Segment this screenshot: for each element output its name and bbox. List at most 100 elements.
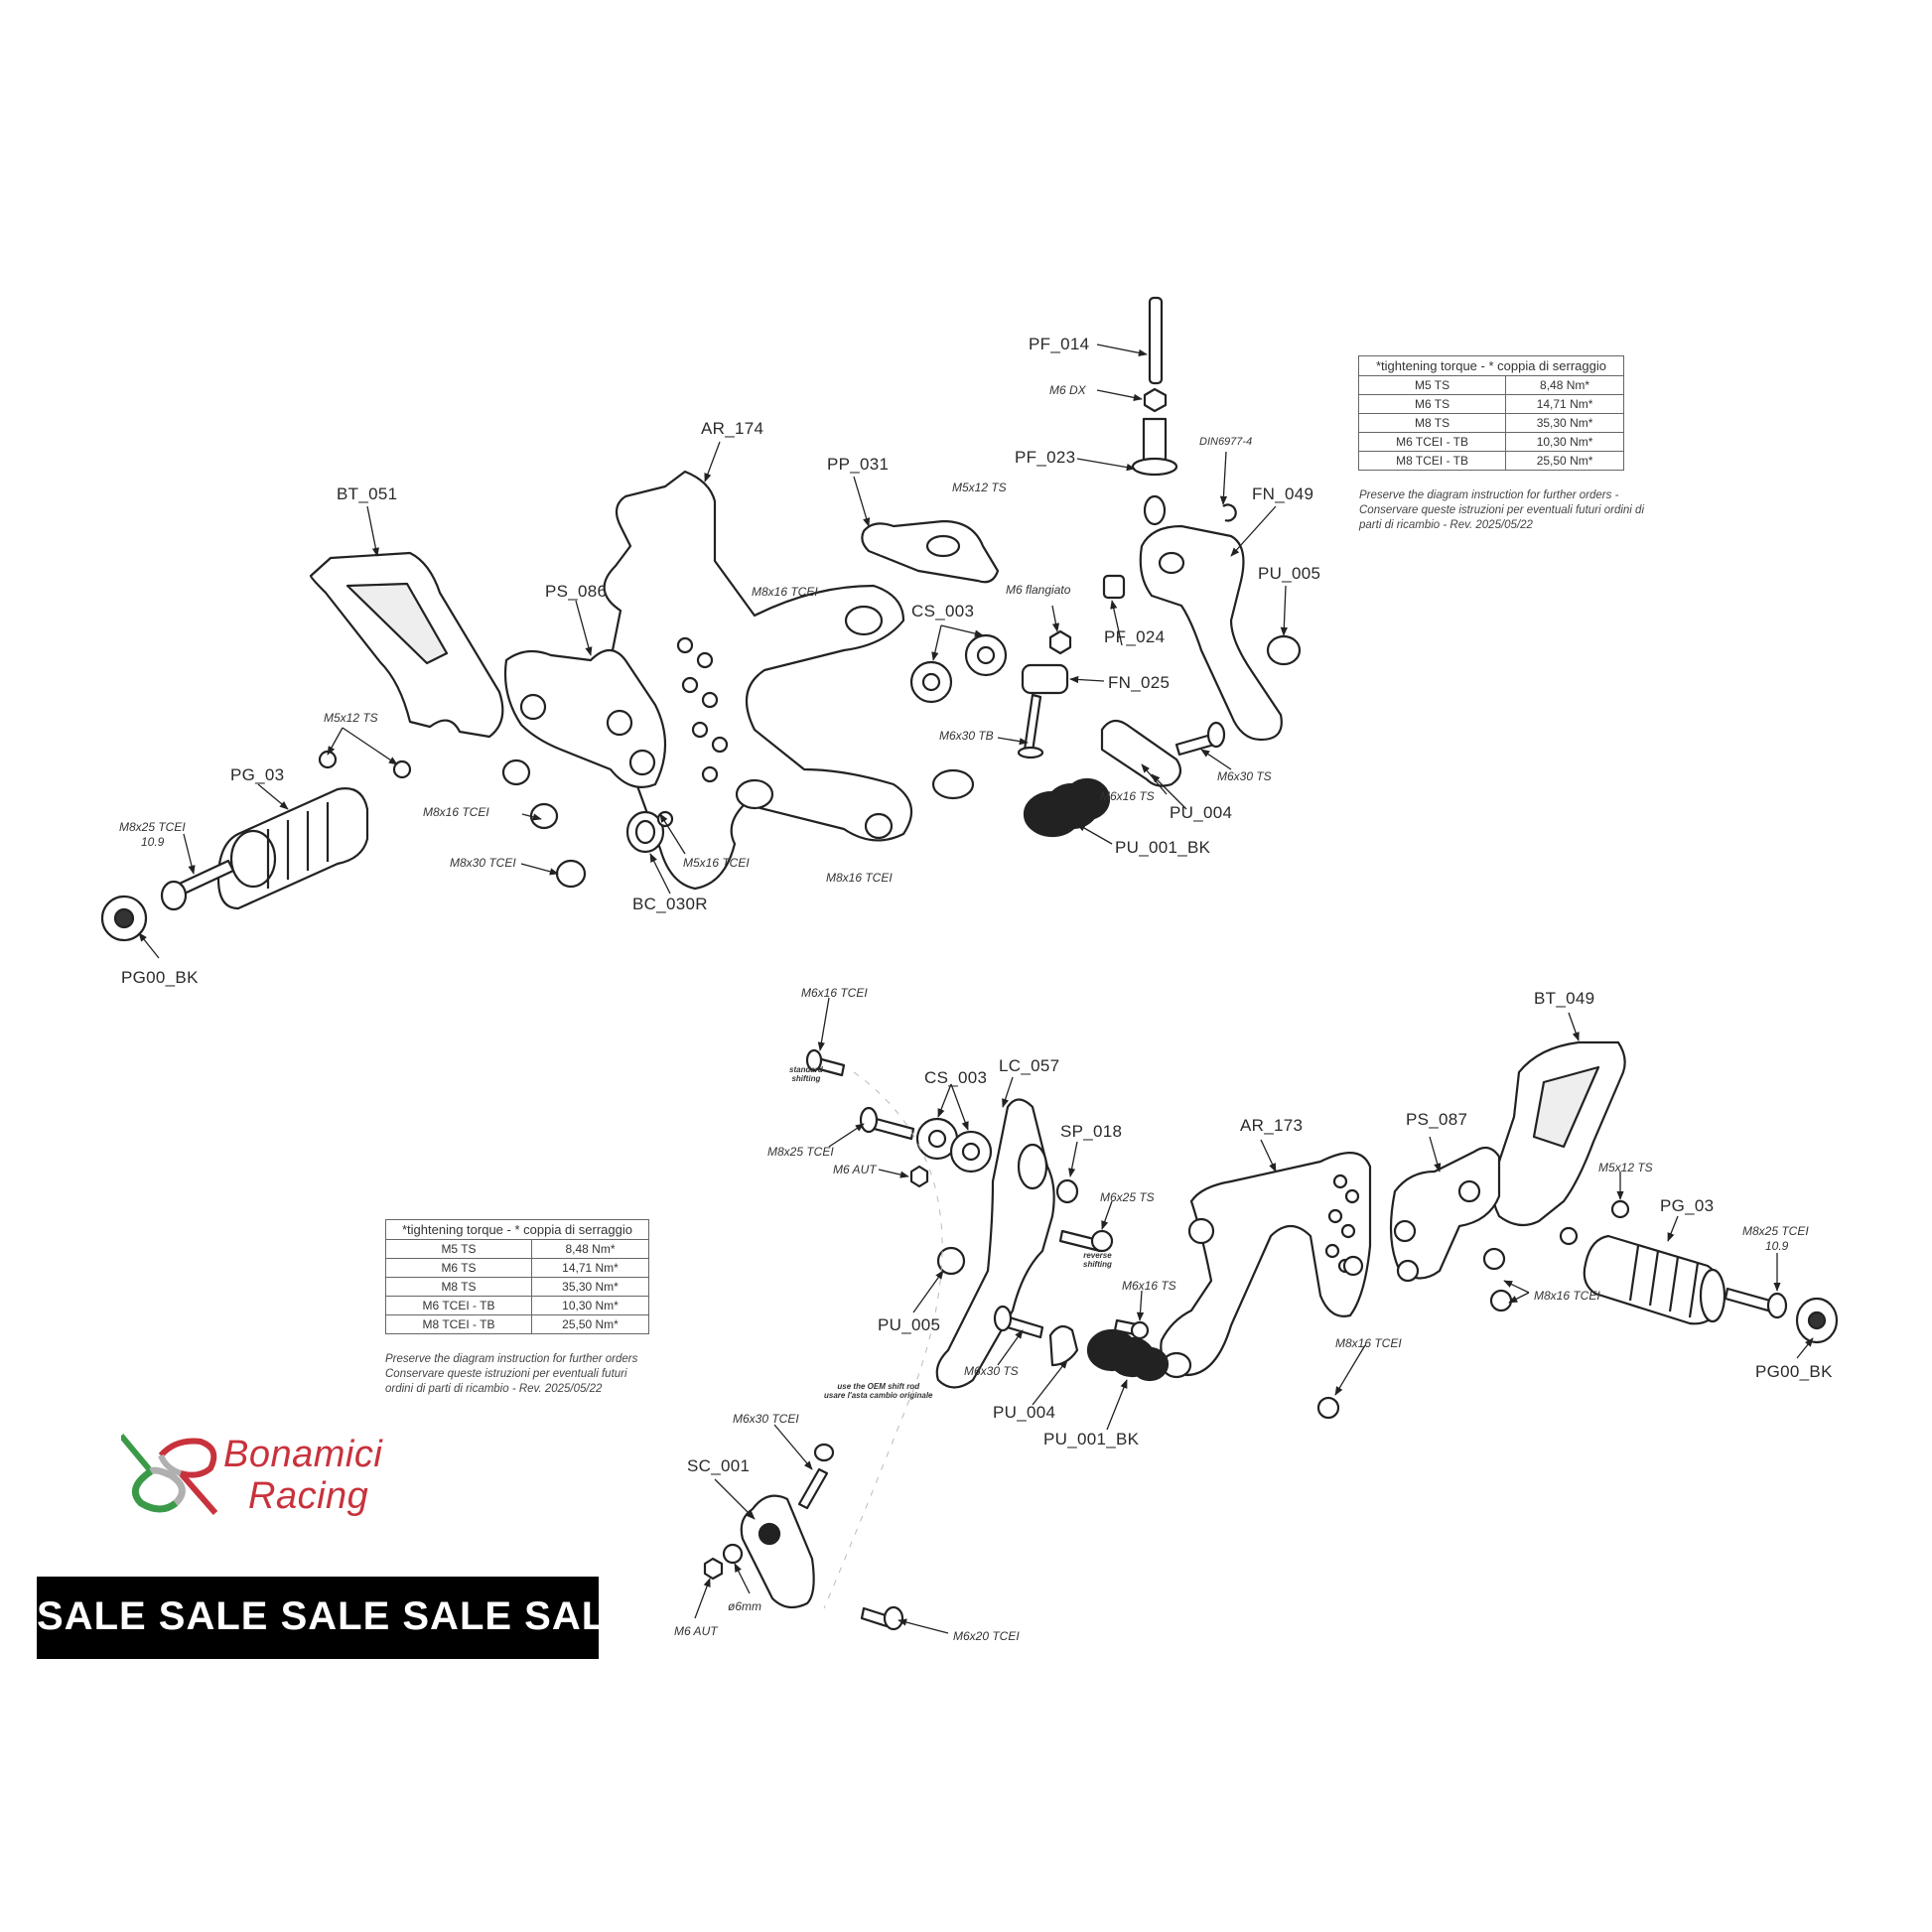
fn025-clamp	[1021, 574, 1126, 695]
label-m8x30: M8x30 TCEI	[450, 856, 516, 870]
label-ps087: PS_087	[1406, 1110, 1468, 1129]
label-m8x25-top: M8x25 TCEI	[119, 820, 186, 834]
label-pu004-bottom: PU_004	[993, 1403, 1056, 1422]
note-line: Conservare queste istruzioni per eventua…	[1359, 504, 1645, 516]
label-grade-bottom: 10.9	[1765, 1239, 1789, 1253]
label-fn049: FN_049	[1252, 484, 1314, 503]
pg00-bottom	[1795, 1297, 1839, 1344]
label-m5x12-bt: M5x12 TS	[324, 711, 378, 725]
ps087-plate	[1389, 1146, 1501, 1280]
label-cs003-bottom: CS_003	[924, 1068, 988, 1087]
torque-cell: 8,48 Nm*	[531, 1239, 649, 1259]
br-logo-mark-icon	[121, 1434, 218, 1515]
label-pg00bk-top: PG00_BK	[121, 968, 199, 987]
label-pu005-bottom: PU_005	[878, 1315, 941, 1334]
cs003-bottom	[915, 1117, 993, 1173]
pf014-pin	[1148, 296, 1164, 385]
cs003-washers	[909, 633, 1008, 704]
bolt-cell: M8 TS	[1357, 413, 1507, 433]
label-ps086: PS_086	[545, 582, 608, 601]
pu001bk-bottom	[1086, 1328, 1170, 1382]
label-bt049: BT_049	[1534, 989, 1595, 1008]
din-clip	[1222, 503, 1237, 522]
label-m6x30tcei: M6x30 TCEI	[733, 1412, 799, 1426]
torque-cell: 35,30 Nm*	[1505, 413, 1624, 433]
label-lc057: LC_057	[999, 1056, 1060, 1075]
note-line: Preserve the diagram instruction for fur…	[385, 1353, 638, 1365]
label-m6x16ts-bottom: M6x16 TS	[1122, 1279, 1176, 1293]
label-ar173: AR_173	[1240, 1116, 1304, 1135]
pg00-end-cap	[100, 895, 148, 942]
bolt-cell: M6 TS	[384, 1258, 533, 1278]
bolt-cell: M5 TS	[384, 1239, 533, 1259]
label-pf014: PF_014	[1029, 335, 1090, 353]
logo-line1: Bonamici	[223, 1434, 383, 1475]
preserve-note-bottom: Preserve the diagram instruction for fur…	[385, 1352, 637, 1397]
label-m6dx: M6 DX	[1049, 383, 1086, 397]
label-pu005-top: PU_005	[1258, 564, 1321, 583]
preserve-note-top: Preserve the diagram instruction for fur…	[1359, 488, 1644, 533]
rev-line1: reverse	[1083, 1251, 1112, 1260]
label-din6977: DIN6977-4	[1199, 436, 1253, 448]
torque-cell: 10,30 Nm*	[531, 1296, 649, 1315]
note-line: ordini di parti di ricambio - Rev. 2025/…	[385, 1383, 603, 1395]
label-m8x16-ar173: M8x16 TCEI	[1335, 1336, 1402, 1350]
torque-cell: 14,71 Nm*	[1505, 394, 1624, 414]
label-pf023: PF_023	[1015, 448, 1076, 467]
torque-table-top: *tightening torque - * coppia di serragg…	[1357, 355, 1624, 471]
label-sp018: SP_018	[1060, 1122, 1123, 1141]
label-fn025: FN_025	[1108, 673, 1171, 692]
label-m6x25ts: M6x25 TS	[1100, 1190, 1155, 1204]
note-line: Preserve the diagram instruction for fur…	[1359, 489, 1619, 501]
std-line1: standard	[789, 1065, 823, 1074]
label-pu001bk-bottom: PU_001_BK	[1043, 1430, 1140, 1449]
ar173-bracket	[1160, 1152, 1372, 1379]
torque-header: *tightening torque - * coppia di serragg…	[1358, 355, 1624, 376]
torque-cell: 35,30 Nm*	[531, 1277, 649, 1297]
label-m8x25-peg: M8x25 TCEI	[1742, 1224, 1809, 1238]
note-line: Conservare queste istruzioni per eventua…	[385, 1368, 627, 1380]
label-m5x12-bottom: M5x12 TS	[1598, 1161, 1653, 1174]
bolt-cell: M8 TCEI - TB	[1357, 451, 1507, 471]
m8x16-bolts	[318, 750, 894, 889]
label-m5x16: M5x16 TCEI	[683, 856, 750, 870]
label-pu001bk-top: PU_001_BK	[1115, 838, 1211, 857]
m6dx-nut	[1143, 387, 1168, 413]
sp018-spacer	[1055, 1178, 1079, 1204]
pu001bk-rubber	[1023, 777, 1111, 838]
torque-table-bottom: *tightening torque - * coppia di serragg…	[384, 1219, 649, 1334]
pg03-footpeg-bottom	[1583, 1234, 1726, 1325]
label-pg03-bottom: PG_03	[1660, 1196, 1715, 1215]
bonamici-racing-logo: Bonamici Racing	[121, 1434, 439, 1523]
label-m6x20tcei: M6x20 TCEI	[953, 1629, 1020, 1643]
label-bc030r: BC_030R	[632, 895, 708, 913]
pf023-bushing	[1131, 417, 1178, 526]
std-line2: shifting	[791, 1074, 821, 1083]
sale-banner-text: SALE SALE SALE SALE SALE	[37, 1594, 599, 1638]
pg03-footpeg	[216, 787, 369, 910]
torque-cell: 8,48 Nm*	[1505, 375, 1624, 395]
label-ar174: AR_174	[701, 419, 764, 438]
oem-line2: usare l'asta cambio originale	[824, 1391, 933, 1400]
label-grade-top: 10.9	[141, 835, 165, 849]
label-m6-flangiato: M6 flangiato	[1006, 583, 1071, 597]
label-pp031: PP_031	[827, 455, 890, 474]
ps086-plate	[503, 648, 667, 788]
oem-line1: use the OEM shift rod	[837, 1382, 920, 1391]
label-cs003-top: CS_003	[911, 602, 975, 621]
label-m6aut-sc: M6 AUT	[674, 1624, 718, 1638]
sale-banner: SALE SALE SALE SALE SALE	[37, 1577, 599, 1659]
label-sc001: SC_001	[687, 1456, 751, 1475]
ar174-bracket	[603, 470, 975, 891]
